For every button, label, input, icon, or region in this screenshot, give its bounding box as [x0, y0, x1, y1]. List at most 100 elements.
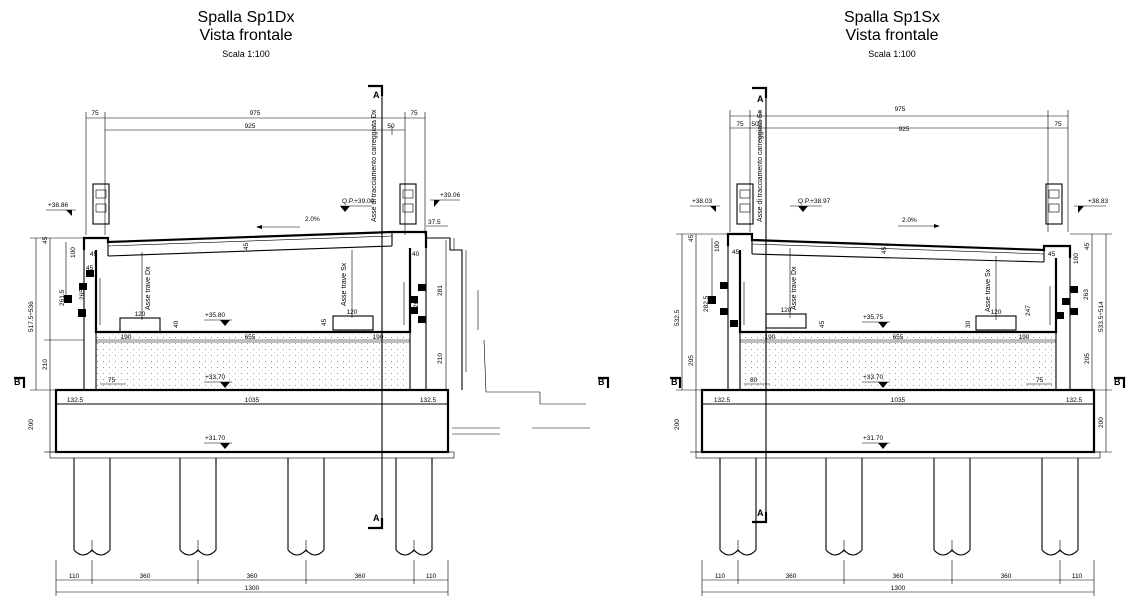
dim: 100 — [70, 247, 77, 258]
dim: 110 — [1072, 573, 1083, 580]
dim: 120 — [781, 307, 792, 314]
left-slope: 2.0% — [305, 216, 320, 223]
dim: 190 — [765, 334, 776, 341]
dim: 190 — [121, 334, 132, 341]
right-subtitle: Vista frontale — [845, 27, 938, 44]
dim: 45 — [90, 251, 98, 258]
dim: 45 — [732, 249, 740, 256]
right-el-right: +38.83 — [1088, 198, 1108, 205]
dim: 132.5 — [1066, 397, 1083, 404]
dim: 75 — [410, 110, 418, 117]
left-piles — [73, 458, 433, 556]
right-top-dimensions: 75 50 975 925 75 — [729, 106, 1069, 232]
dim: 75 — [1036, 377, 1044, 384]
right-el-bot: +31.70 — [863, 435, 883, 442]
dim: 282.5 — [703, 295, 710, 312]
right-section-b-left: B — [671, 377, 678, 387]
right-drawing: Spalla Sp1Sx Vista frontale Scala 1:100 … — [670, 9, 1126, 596]
dim: 265 — [413, 297, 420, 308]
pile — [1041, 458, 1079, 556]
dim: 75 — [736, 121, 744, 128]
dim: 205 — [1084, 353, 1091, 364]
dim: 975 — [250, 110, 261, 117]
left-scale: Scala 1:100 — [222, 49, 270, 59]
dim: 45 — [321, 318, 328, 326]
left-bottom-dimensions: 110 360 360 360 110 1300 — [55, 560, 449, 596]
right-parapets — [736, 183, 1063, 225]
right-axis-sx: Asse trave Sx — [985, 268, 992, 312]
left-section-a-bottom: A — [373, 513, 380, 523]
right-scale: Scala 1:100 — [868, 49, 916, 59]
dim: 655 — [245, 334, 256, 341]
dim: 132.5 — [420, 397, 437, 404]
right-op: Q.P.+38.97 — [798, 198, 831, 205]
dim: 1035 — [891, 397, 906, 404]
dim: 45 — [243, 242, 250, 250]
dim: 533.5÷514 — [1098, 301, 1105, 332]
left-elevations: +38.86 +39.06 Q.P.+39.00 +35.80 +33.70 +… — [46, 192, 460, 449]
pile — [73, 458, 111, 556]
right-wall — [708, 246, 1078, 390]
dim: 110 — [426, 573, 437, 580]
dim: 190 — [373, 334, 384, 341]
dim: 45 — [42, 236, 49, 244]
left-top-dimensions: 75 975 75 925 50 — [85, 110, 426, 235]
pile — [933, 458, 971, 556]
dim: 50 — [387, 123, 395, 130]
right-section-a-top: A — [757, 94, 764, 104]
right-axis-tracc: Asse di tracciamento carreggiata Sx — [757, 109, 764, 222]
pile — [179, 458, 217, 556]
dim: 30 — [965, 320, 972, 328]
left-wall — [64, 248, 427, 390]
dim: 120 — [991, 309, 1002, 316]
dim: 45 — [1048, 251, 1056, 258]
dim: 100 — [714, 241, 721, 252]
dim: 263 — [1083, 289, 1090, 300]
dim: 1300 — [245, 585, 260, 592]
left-annex — [426, 237, 590, 435]
right-vertical-dimensions: 532.5 45 205 200 100 282.5 45 — [674, 233, 740, 453]
dim: 100 — [1073, 253, 1080, 264]
left-sections: A A B B Asse di tracciamento carreggiata… — [14, 84, 610, 530]
dim: 360 — [893, 573, 904, 580]
right-el-seat: +35.75 — [863, 314, 883, 321]
dim: 190 — [1019, 334, 1030, 341]
left-section-b-left: B — [14, 377, 21, 387]
left-axis-tracc: Asse di tracciamento carreggiata Dx — [371, 109, 378, 222]
dim: 50 — [751, 121, 759, 128]
dim: 120 — [135, 311, 146, 318]
left-cap: 132.5 1035 132.5 — [49, 388, 455, 459]
pile — [287, 458, 325, 556]
right-beam-axes: Asse trave Dx Asse trave Sx 120 120 45 3… — [781, 248, 1002, 328]
dim: 360 — [786, 573, 797, 580]
dim: 132.5 — [714, 397, 731, 404]
dim: 200 — [1098, 417, 1105, 428]
dim: 45 — [688, 234, 695, 242]
left-op: Q.P.+39.00 — [342, 198, 375, 205]
dim: 205 — [688, 355, 695, 366]
dim: 925 — [899, 126, 910, 133]
dim: 517.5÷536 — [28, 301, 35, 332]
dim: 132.5 — [67, 397, 84, 404]
left-axis-dx: Asse trave Dx — [145, 266, 152, 310]
dim: 1300 — [891, 585, 906, 592]
left-subtitle: Vista frontale — [199, 27, 292, 44]
dim: 265 — [79, 289, 86, 300]
dim: 210 — [42, 359, 49, 370]
left-axis-sx: Asse trave Sx — [341, 262, 348, 306]
dim: 75 — [108, 377, 116, 384]
right-sections: A A B B Asse di tracciamento carreggiata… — [670, 86, 1126, 524]
dim: 110 — [69, 573, 80, 580]
left-el-bot: +31.70 — [205, 435, 225, 442]
right-right-dimensions: 533.5÷514 45 100 263 247 205 200 45 — [1025, 233, 1112, 453]
dim: 210 — [437, 353, 444, 364]
dim: 360 — [247, 573, 258, 580]
right-section-b-right: B — [1114, 377, 1121, 387]
dim: 975 — [895, 106, 906, 113]
left-el-right: +39.06 — [440, 192, 460, 199]
dim: 655 — [893, 334, 904, 341]
dim: 360 — [1001, 573, 1012, 580]
right-cap: 132.5 1035 132.5 — [695, 388, 1101, 459]
right-section-a-bottom: A — [757, 508, 764, 518]
